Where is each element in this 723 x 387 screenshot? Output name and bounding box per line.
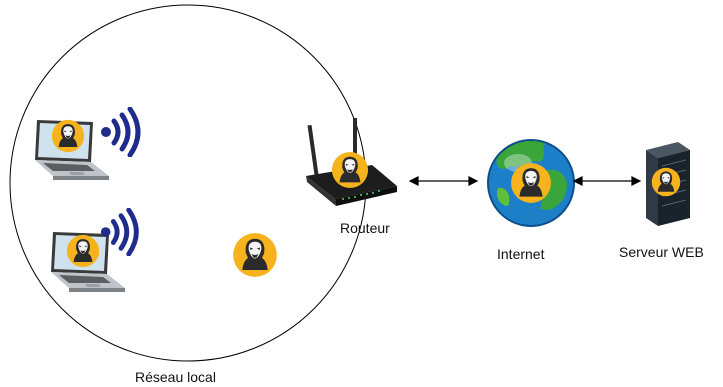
hacker-icon xyxy=(651,167,681,197)
internet-label: Internet xyxy=(497,246,545,262)
connector-router-internet xyxy=(408,176,479,186)
connector-internet-server xyxy=(572,176,642,186)
hacker-icon xyxy=(66,234,100,268)
local-network-label: Réseau local xyxy=(135,369,216,385)
hacker-icon xyxy=(51,119,85,153)
web-server-label: Serveur WEB xyxy=(619,244,704,260)
hacker-icon xyxy=(233,233,277,277)
wifi-signal-icon xyxy=(101,109,138,155)
hacker-icon xyxy=(511,163,551,203)
router-label: Routeur xyxy=(340,220,390,236)
hacker-icon xyxy=(331,151,369,189)
router-icon xyxy=(306,118,397,206)
